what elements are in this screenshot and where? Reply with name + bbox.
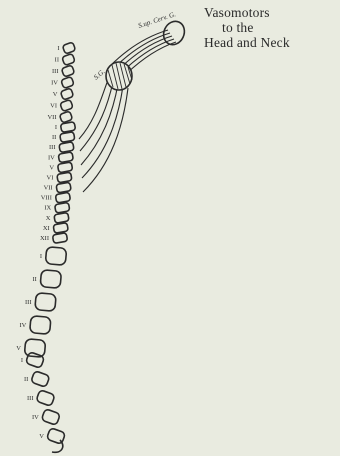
thoracic-vertebra-label: XII <box>40 235 49 242</box>
cervical-vertebra-label: V <box>53 91 58 98</box>
lumbar-vertebra <box>24 339 45 358</box>
caption: Vasomotors to the Head and Neck <box>204 5 340 50</box>
lumbar-vertebra-label: II <box>32 276 36 283</box>
thoracic-vertebra-label: IV <box>48 154 55 161</box>
sacral-vertebra <box>41 409 60 426</box>
sacral-vertebra <box>31 371 50 388</box>
thoracic-vertebra-label: XI <box>43 225 50 232</box>
lumbar-vertebra <box>45 247 66 266</box>
sacral-vertebra <box>25 352 44 369</box>
ganglia <box>106 18 188 90</box>
cervical-vertebra <box>61 76 74 88</box>
lumbar-vertebra-label: V <box>16 345 21 352</box>
cervical-vertebra-label: II <box>55 57 59 64</box>
cervical-vertebra-label: I <box>57 45 59 52</box>
lumbar-vertebra <box>40 270 61 289</box>
nerve-fibers <box>79 30 176 192</box>
cervical-vertebra <box>60 99 73 111</box>
lumbar-vertebra-label: I <box>40 253 42 260</box>
thoracic-vertebra <box>60 132 75 143</box>
thoracic-vertebra-label: VI <box>47 175 54 182</box>
thoracic-vertebra <box>58 152 73 163</box>
thoracic-vertebra-label: VII <box>44 185 53 192</box>
lumbar-vertebra-label: IV <box>19 322 26 329</box>
cervical-vertebra-label: III <box>52 68 59 75</box>
thoracic-vertebra <box>57 172 72 183</box>
cervical-vertebra-label: IV <box>51 80 58 87</box>
sacral-vertebra-label: II <box>24 376 28 383</box>
nerve-fiber <box>81 84 118 165</box>
thoracic-vertebra <box>55 202 70 213</box>
thoracic-vertebra-label: VIII <box>41 195 52 202</box>
thoracic-vertebra <box>53 223 68 234</box>
caption-line-2: to the <box>204 20 340 35</box>
caption-line-1: Vasomotors <box>204 5 340 20</box>
sacral-vertebra-label: I <box>21 357 23 364</box>
cervical-vertebra <box>60 88 73 100</box>
nerve-fiber <box>80 82 113 151</box>
thoracic-vertebra <box>55 192 70 203</box>
cervical-vertebra-label: VII <box>47 114 56 121</box>
cervical-vertebra <box>62 53 75 65</box>
thoracic-vertebra <box>56 182 71 193</box>
thoracic-vertebra-label: I <box>55 124 57 131</box>
thoracic-vertebra <box>59 142 74 153</box>
thoracic-vertebra-label: II <box>52 134 56 141</box>
sacral-vertebra <box>46 428 65 445</box>
thoracic-vertebra <box>60 122 75 133</box>
lumbar-vertebra <box>30 316 51 335</box>
cervical-vertebra-label: VI <box>50 103 57 110</box>
thoracic-vertebra-label: X <box>46 215 51 222</box>
sacral-vertebra-label: III <box>27 395 34 402</box>
nerve-fiber <box>83 88 128 192</box>
cervical-vertebra <box>61 65 74 77</box>
lumbar-vertebra-label: III <box>25 299 32 306</box>
vertebra-labels: IIIIIIIVVVIVIIIIIIIIIVVVIVIIVIIIIXXXIXII… <box>16 45 59 440</box>
caption-line-3: Head and Neck <box>204 35 340 50</box>
superior-cervical-ganglion <box>160 18 188 48</box>
stellate-ganglion-label: S.G. <box>92 67 107 81</box>
cervical-vertebra <box>62 42 75 54</box>
thoracic-vertebra-label: V <box>49 164 54 171</box>
thoracic-vertebra-label: III <box>49 144 56 151</box>
thoracic-vertebra <box>57 162 72 173</box>
cervical-vertebra <box>59 111 72 123</box>
sacral-vertebra <box>36 390 55 407</box>
sacral-vertebra-label: V <box>39 433 44 440</box>
lumbar-vertebra <box>35 293 56 312</box>
superior-cervical-ganglion-label: S.up. Cerv. G. <box>137 10 177 30</box>
thoracic-vertebra <box>54 212 69 223</box>
thoracic-vertebra-label: IX <box>44 205 51 212</box>
thoracic-vertebra <box>52 233 67 244</box>
sacral-vertebra-label: IV <box>32 414 39 421</box>
